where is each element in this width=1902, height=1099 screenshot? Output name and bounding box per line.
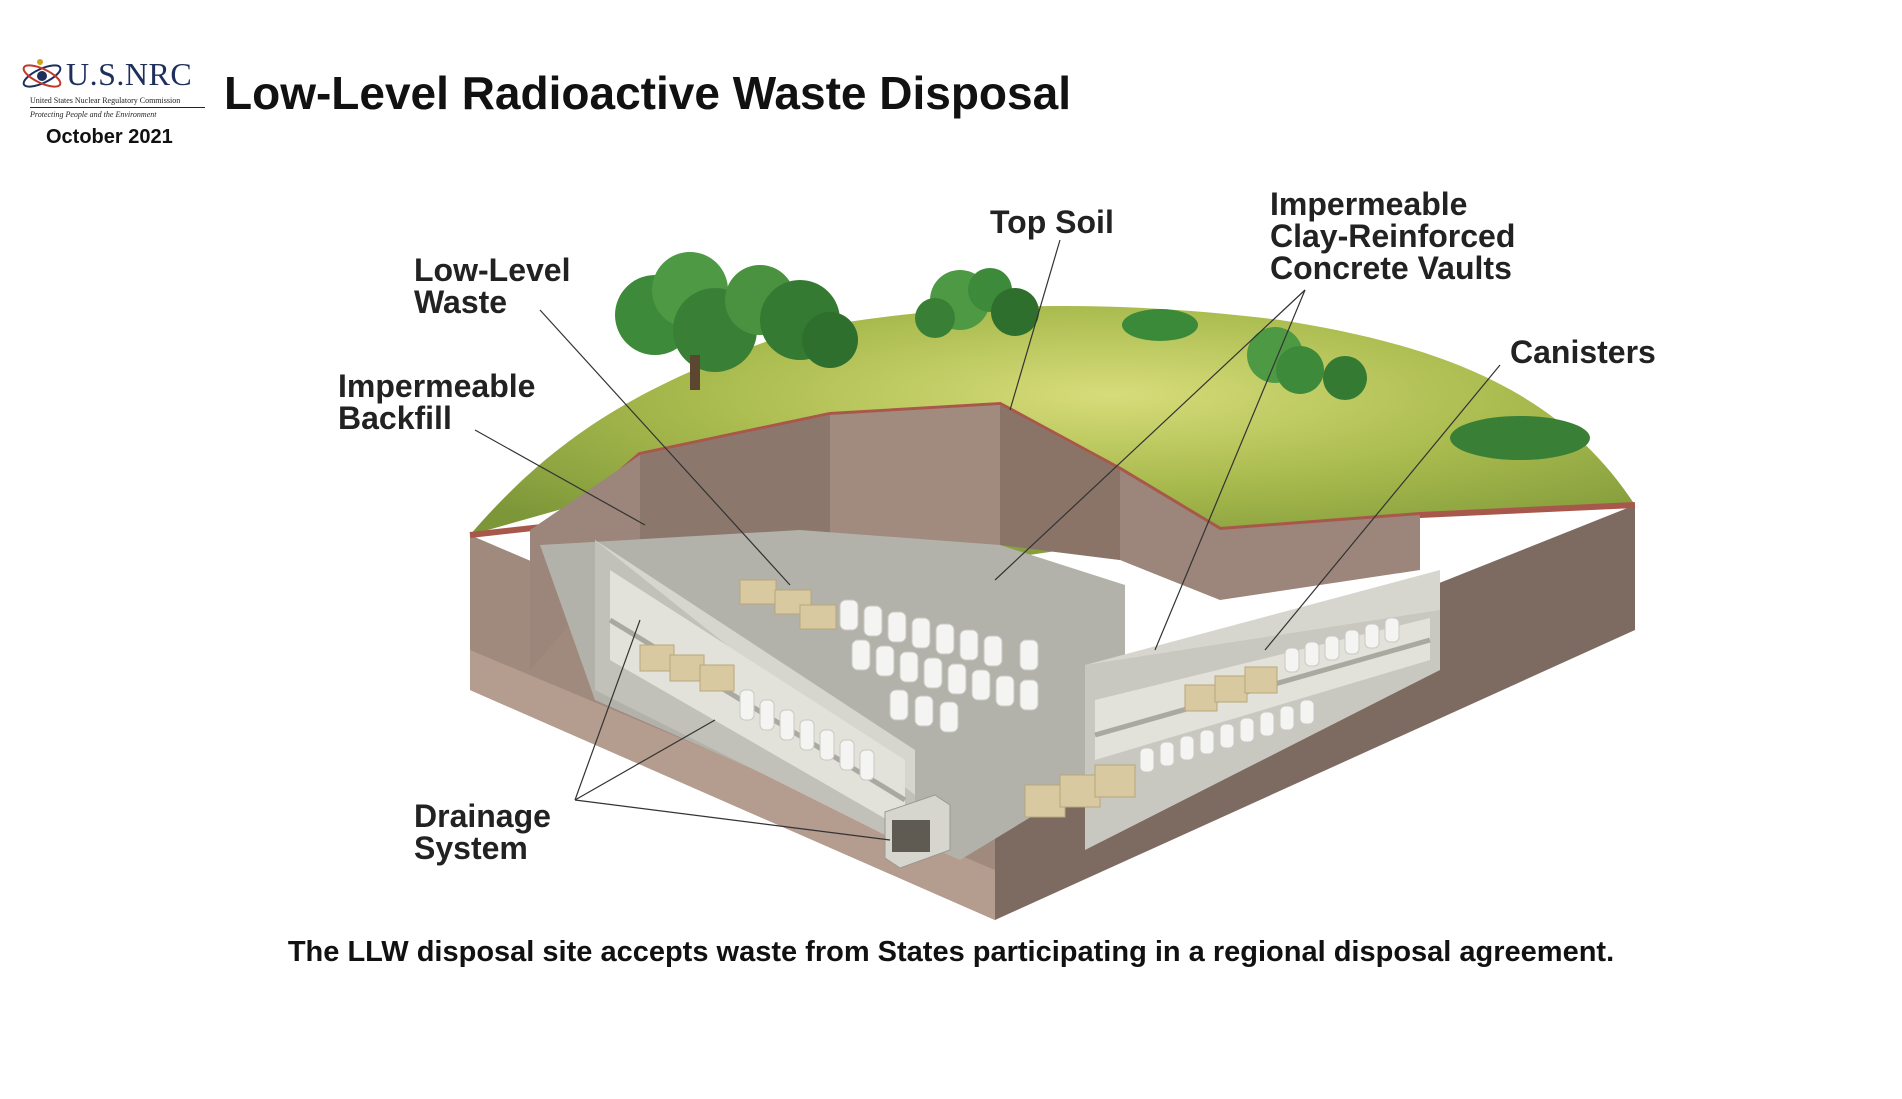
label-concrete-vaults: Impermeable Clay-Reinforced Concrete Vau… xyxy=(1270,186,1516,286)
callout-lines xyxy=(474,239,1501,841)
page-title: Low-Level Radioactive Waste Disposal xyxy=(224,67,1071,119)
trees xyxy=(615,252,1590,460)
label-canisters: Canisters xyxy=(1510,334,1656,370)
logo-subtitle: United States Nuclear Regulatory Commiss… xyxy=(30,96,205,108)
label-top-soil: Top Soil xyxy=(990,204,1114,240)
logo-name: U.S.NRC xyxy=(66,56,193,92)
pit-walls xyxy=(530,405,1420,670)
nrc-logo: U.S.NRC United States Nuclear Regulatory… xyxy=(18,52,205,122)
label-low-level-waste: Low-Level Waste xyxy=(414,252,571,320)
logo-tagline: Protecting People and the Environment xyxy=(30,110,157,119)
label-drainage-system: Drainage System xyxy=(414,798,551,866)
waste-pile xyxy=(739,579,1039,733)
label-impermeable-backfill: Impermeable Backfill xyxy=(338,368,536,436)
date: October 2021 xyxy=(46,126,173,148)
left-vault xyxy=(595,540,915,850)
caption: The LLW disposal site accepts waste from… xyxy=(287,936,1615,968)
atom-icon xyxy=(22,59,62,88)
right-vault xyxy=(1024,570,1440,850)
drainage-pipe xyxy=(884,794,951,869)
